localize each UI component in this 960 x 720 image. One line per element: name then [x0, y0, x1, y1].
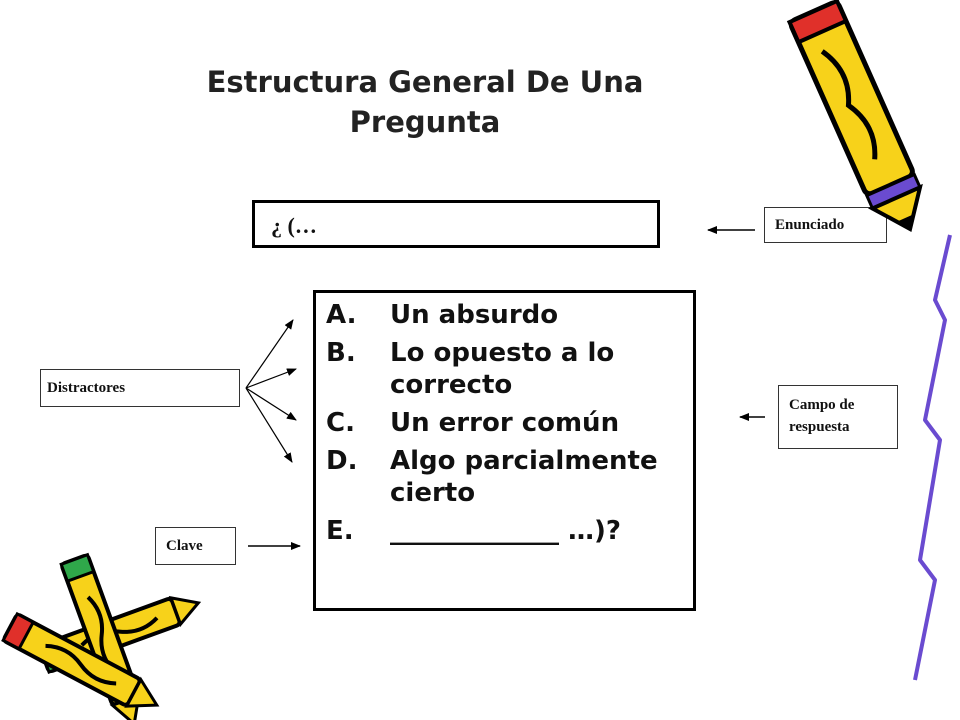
- option-text: _____________ …)?: [390, 516, 622, 546]
- campo-de-respuesta-label: Campo de respuesta: [778, 385, 898, 449]
- answer-options-list: A. Un absurdo B. Lo opuesto a lo correct…: [326, 299, 686, 553]
- diagram-title: Estructura General De Una Pregunta: [206, 65, 644, 139]
- distractores-label: Distractores: [40, 369, 240, 407]
- option-text: Algo parcialmente cierto: [390, 446, 658, 508]
- option-letter: D.: [326, 446, 358, 476]
- option-c: C. Un error común: [326, 407, 686, 439]
- option-letter: A.: [326, 300, 357, 330]
- option-text: Lo opuesto a lo correcto: [390, 338, 615, 400]
- answer-options-box: A. Un absurdo B. Lo opuesto a lo correct…: [313, 290, 696, 611]
- clave-label: Clave: [155, 527, 236, 565]
- option-letter: B.: [326, 338, 356, 368]
- option-a: A. Un absurdo: [326, 299, 686, 331]
- option-text: Un error común: [390, 408, 620, 438]
- pencil-icon: [786, 0, 923, 232]
- option-b: B. Lo opuesto a lo correcto: [326, 337, 686, 401]
- enunciado-label: Enunciado: [764, 207, 887, 243]
- option-text: Un absurdo: [390, 300, 559, 330]
- stem-text: ¿ (…: [271, 213, 317, 238]
- option-e: E. _____________ …)?: [326, 515, 686, 547]
- stem-box: ¿ (…: [252, 200, 660, 248]
- pencil-icon: [1, 611, 160, 708]
- decorative-squiggle: [913, 234, 952, 681]
- option-letter: C.: [326, 408, 355, 438]
- distractores-arrows: [245, 319, 297, 463]
- option-d: D. Algo parcialmente cierto: [326, 445, 686, 509]
- option-letter: E.: [326, 516, 354, 546]
